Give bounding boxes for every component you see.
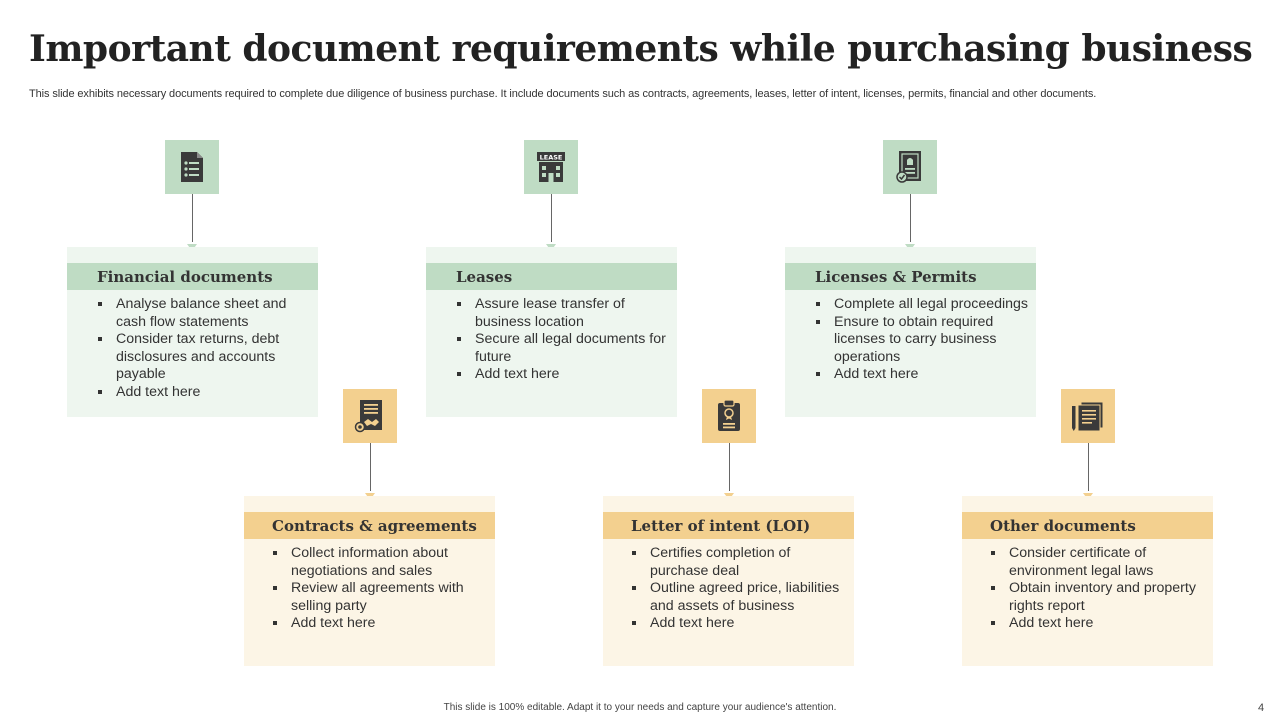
bullet-item: Certifies completion of purchase deal: [629, 545, 844, 580]
connector-line: [551, 194, 552, 242]
card-other-documents: Other documents Consider certificate of …: [962, 496, 1213, 666]
bullet-item: Complete all legal proceedings: [813, 296, 1028, 314]
bullet-list: Collect information about negotiations a…: [270, 545, 485, 633]
card-heading: Contracts & agreements: [244, 512, 495, 539]
bullet-item: Add text here: [813, 366, 1028, 384]
slide-footer: This slide is 100% editable. Adapt it to…: [443, 702, 837, 713]
bullet-item: Add text here: [270, 615, 485, 633]
bullet-item: Add text here: [988, 615, 1203, 633]
connector-line: [910, 194, 911, 242]
clipboard-seal-icon: [702, 389, 756, 443]
bullet-item: Ensure to obtain required licenses to ca…: [813, 314, 1028, 367]
slide-title: Important document requirements while pu…: [29, 28, 1253, 70]
bullet-list: Assure lease transfer of business locati…: [454, 296, 669, 384]
bullet-item: Obtain inventory and property rights rep…: [988, 580, 1203, 615]
bullet-list: Certifies completion of purchase deal Ou…: [629, 545, 844, 633]
bullet-list: Consider certificate of environment lega…: [988, 545, 1203, 633]
documents-pen-icon: [1061, 389, 1115, 443]
license-certificate-icon: [883, 140, 937, 194]
bullet-item: Collect information about negotiations a…: [270, 545, 485, 580]
card-leases: Leases Assure lease transfer of business…: [426, 247, 677, 417]
lease-building-icon: LEASE: [524, 140, 578, 194]
bullet-item: Outline agreed price, liabilities and as…: [629, 580, 844, 615]
connector-line: [370, 443, 371, 491]
bullet-item: Add text here: [95, 384, 310, 402]
slide-subtitle: This slide exhibits necessary documents …: [29, 88, 1097, 100]
card-licenses-permits: Licenses & Permits Complete all legal pr…: [785, 247, 1036, 417]
card-heading: Letter of intent (LOI): [603, 512, 854, 539]
bullet-item: Consider tax returns, debt disclosures a…: [95, 331, 310, 384]
card-heading: Licenses & Permits: [785, 263, 1036, 290]
bullet-item: Review all agreements with selling party: [270, 580, 485, 615]
bullet-item: Secure all legal documents for future: [454, 331, 669, 366]
bullet-item: Add text here: [454, 366, 669, 384]
page-number: 4: [1258, 702, 1265, 714]
card-contracts-agreements: Contracts & agreements Collect informati…: [244, 496, 495, 666]
bullet-item: Analyse balance sheet and cash flow stat…: [95, 296, 310, 331]
bullet-item: Add text here: [629, 615, 844, 633]
connector-line: [729, 443, 730, 491]
card-financial-documents: Financial documents Analyse balance shee…: [67, 247, 318, 417]
lease-icon-label: LEASE: [540, 153, 563, 161]
card-heading: Leases: [426, 263, 677, 290]
card-letter-of-intent: Letter of intent (LOI) Certifies complet…: [603, 496, 854, 666]
bullet-item: Consider certificate of environment lega…: [988, 545, 1203, 580]
financial-report-icon: [165, 140, 219, 194]
contract-handshake-icon: [343, 389, 397, 443]
card-heading: Other documents: [962, 512, 1213, 539]
bullet-list: Complete all legal proceedings Ensure to…: [813, 296, 1028, 384]
bullet-list: Analyse balance sheet and cash flow stat…: [95, 296, 310, 402]
bullet-item: Assure lease transfer of business locati…: [454, 296, 669, 331]
card-heading: Financial documents: [67, 263, 318, 290]
connector-line: [192, 194, 193, 242]
connector-line: [1088, 443, 1089, 491]
